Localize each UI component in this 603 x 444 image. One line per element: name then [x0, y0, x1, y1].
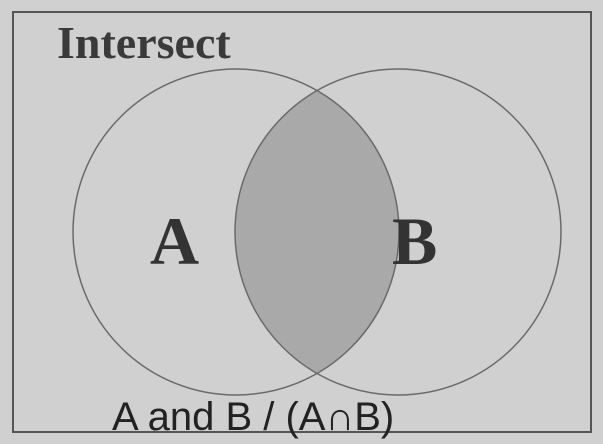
intersection-caption: A and B / (A∩B)	[112, 395, 394, 439]
set-b-label: B	[392, 203, 437, 279]
set-a-label: A	[150, 203, 199, 279]
diagram-border	[12, 11, 592, 433]
diagram-title: Intersect	[57, 17, 231, 68]
set-a-circle	[72, 68, 400, 396]
intersection-region	[235, 69, 399, 395]
set-b-circle	[234, 68, 562, 396]
